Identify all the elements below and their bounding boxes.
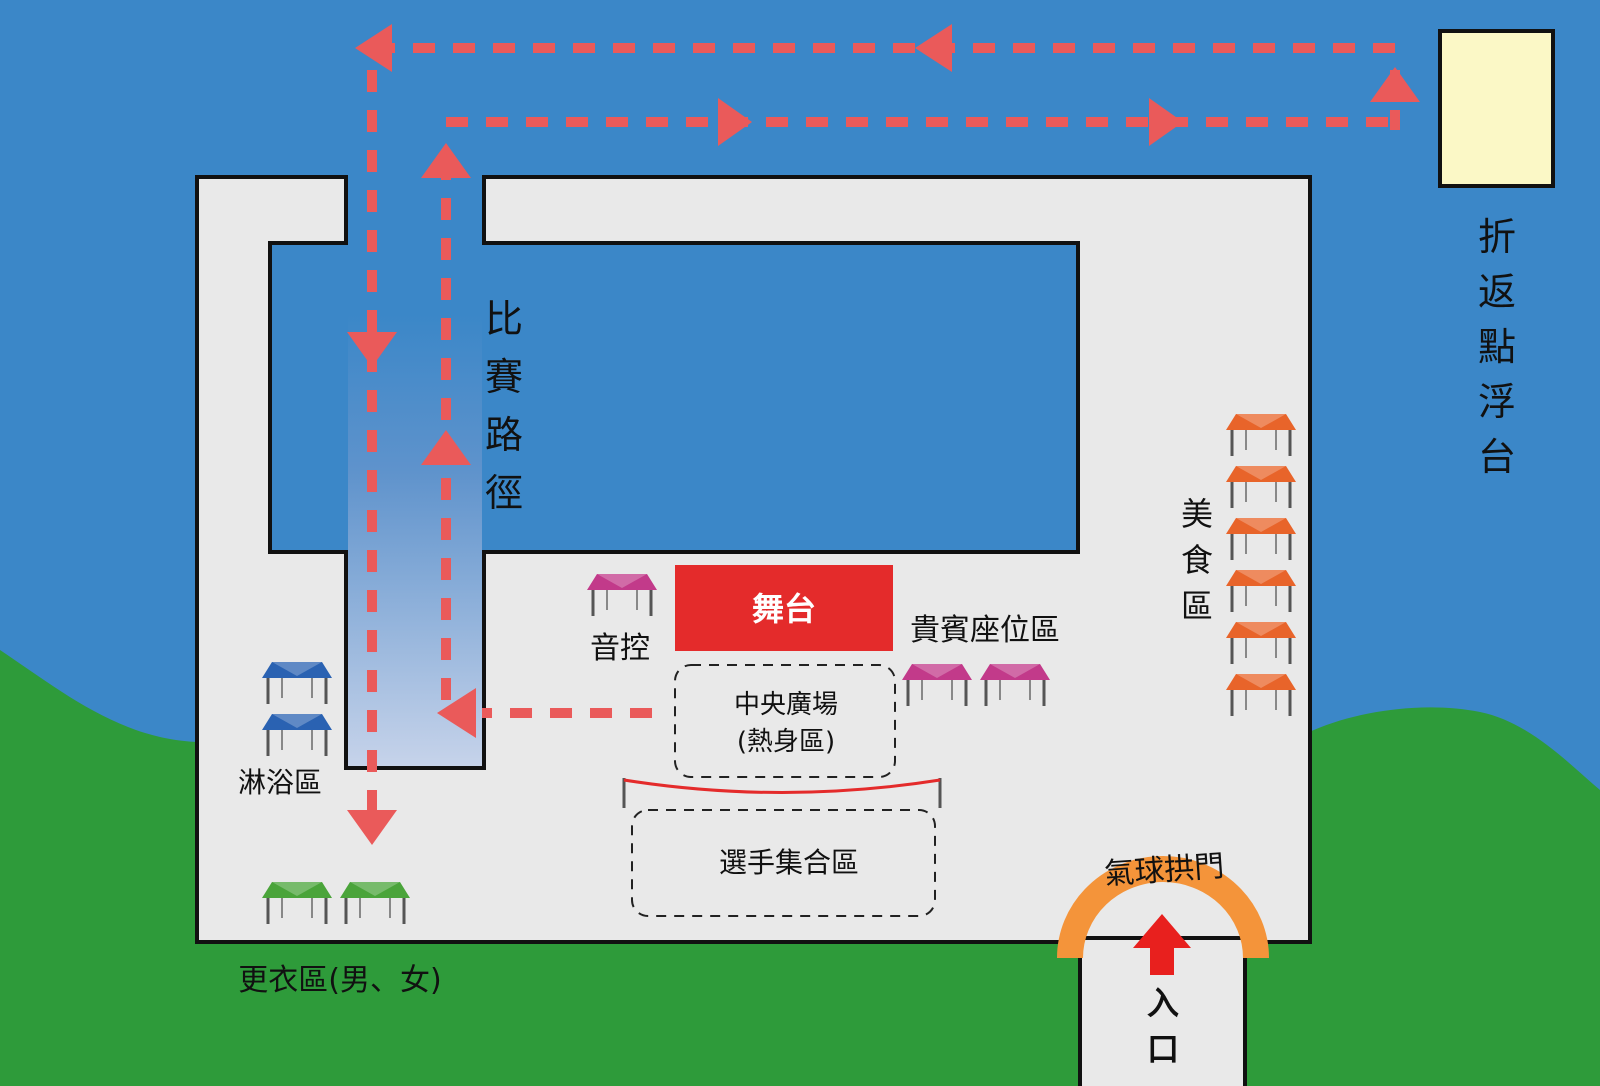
- vertical-label-char: 浮: [1478, 380, 1516, 424]
- route-arrow-icon: [421, 430, 471, 465]
- vertical-label-char: 返: [1478, 270, 1516, 314]
- vertical-label-char: 比: [485, 297, 523, 341]
- vertical-label-char: 區: [1181, 587, 1213, 625]
- route-lines: [367, 43, 1400, 820]
- route-arrow-icon: [421, 143, 471, 178]
- route-arrow-icon: [437, 688, 476, 738]
- route-arrows: [347, 24, 1420, 845]
- central-plaza: [674, 664, 896, 778]
- balloon-arch: [1057, 856, 1269, 959]
- athlete-assembly-area: [631, 809, 936, 917]
- vertical-label-char: 折: [1478, 215, 1516, 259]
- route-arrow-icon: [1149, 98, 1183, 146]
- food-area-label: 美食區: [1181, 495, 1213, 625]
- route-arrow-icon: [1370, 67, 1420, 102]
- vertical-label-char: 台: [1478, 435, 1516, 479]
- vertical-label-char: 食: [1181, 541, 1213, 579]
- entrance-char-2: 口: [1147, 1030, 1179, 1068]
- central-plaza-label: 中央廣場: [734, 690, 838, 720]
- turnaround-platform: [1438, 29, 1555, 188]
- athlete-assembly-label: 選手集合區: [719, 846, 859, 879]
- stage: [675, 565, 893, 651]
- shower-area-label: 淋浴區: [238, 766, 322, 799]
- balloon-arch-label: 氣球拱門: [1103, 849, 1225, 892]
- route-arrow-icon: [347, 810, 397, 845]
- vertical-label-char: 徑: [485, 471, 523, 515]
- changing-area-label: 更衣區(男、女): [238, 963, 441, 998]
- route-arrow-icon: [915, 24, 952, 72]
- vertical-label-char: 美: [1181, 495, 1213, 533]
- sound-control-label: 音控: [590, 631, 650, 666]
- vertical-label-char: 路: [485, 413, 523, 457]
- entrance-arrow-icon: [1133, 914, 1191, 975]
- route-arrow-icon: [718, 98, 752, 146]
- warmup-label: (熱身區): [737, 727, 835, 757]
- stage-label: 舞台: [752, 590, 816, 628]
- vertical-label-char: 點: [1478, 325, 1516, 369]
- vertical-label-char: 賽: [485, 355, 523, 399]
- route-arrow-icon: [355, 24, 392, 72]
- entrance-char-1: 入: [1147, 984, 1179, 1022]
- vip-seating-label: 貴賓座位區: [910, 613, 1060, 648]
- route-arrow-icon: [347, 332, 397, 367]
- start-rope: [622, 778, 942, 808]
